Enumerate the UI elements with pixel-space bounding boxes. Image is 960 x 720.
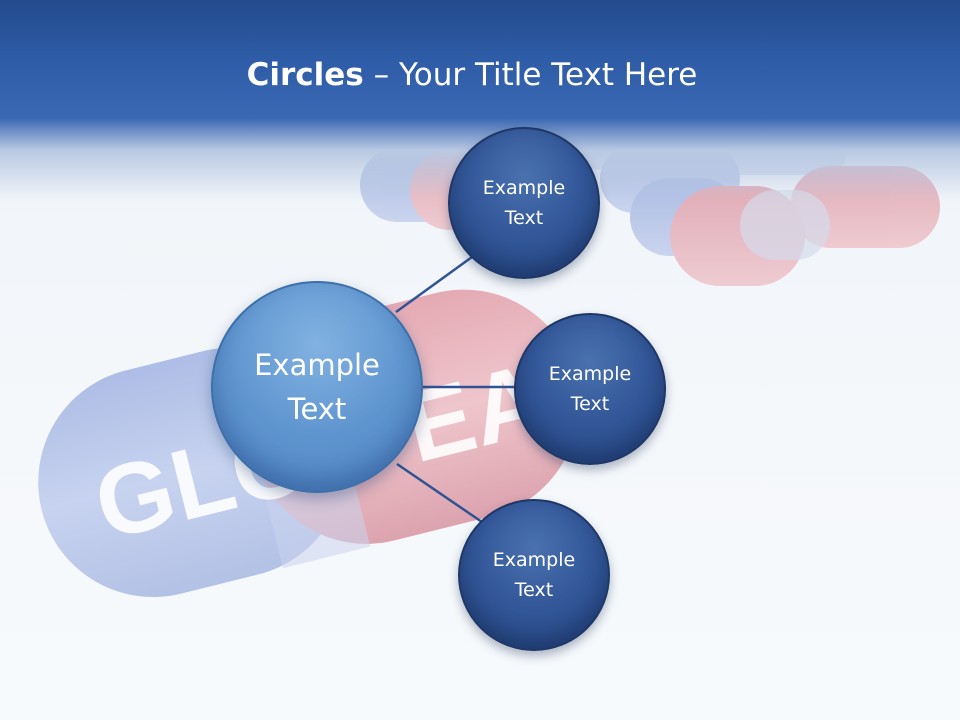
title-rest: – Your Title Text Here — [363, 57, 698, 93]
slide-title: Circles – Your Title Text Here — [0, 52, 944, 98]
branch-circle-top[interactable]: Example Text — [448, 127, 600, 279]
branch-circle-label: Example Text — [492, 549, 576, 601]
branch-circle-label: Example Text — [482, 177, 566, 229]
main-circle-label: Example Text — [254, 348, 380, 426]
branch-circle-bottom[interactable]: Example Text — [458, 499, 610, 651]
title-bold: Circles — [246, 57, 364, 93]
connector-top — [395, 255, 473, 314]
main-circle[interactable]: Example Text — [211, 281, 423, 493]
branch-circle-label: Example Text — [548, 363, 632, 415]
branch-circle-middle[interactable]: Example Text — [514, 313, 666, 465]
connector-bottom — [396, 462, 483, 524]
